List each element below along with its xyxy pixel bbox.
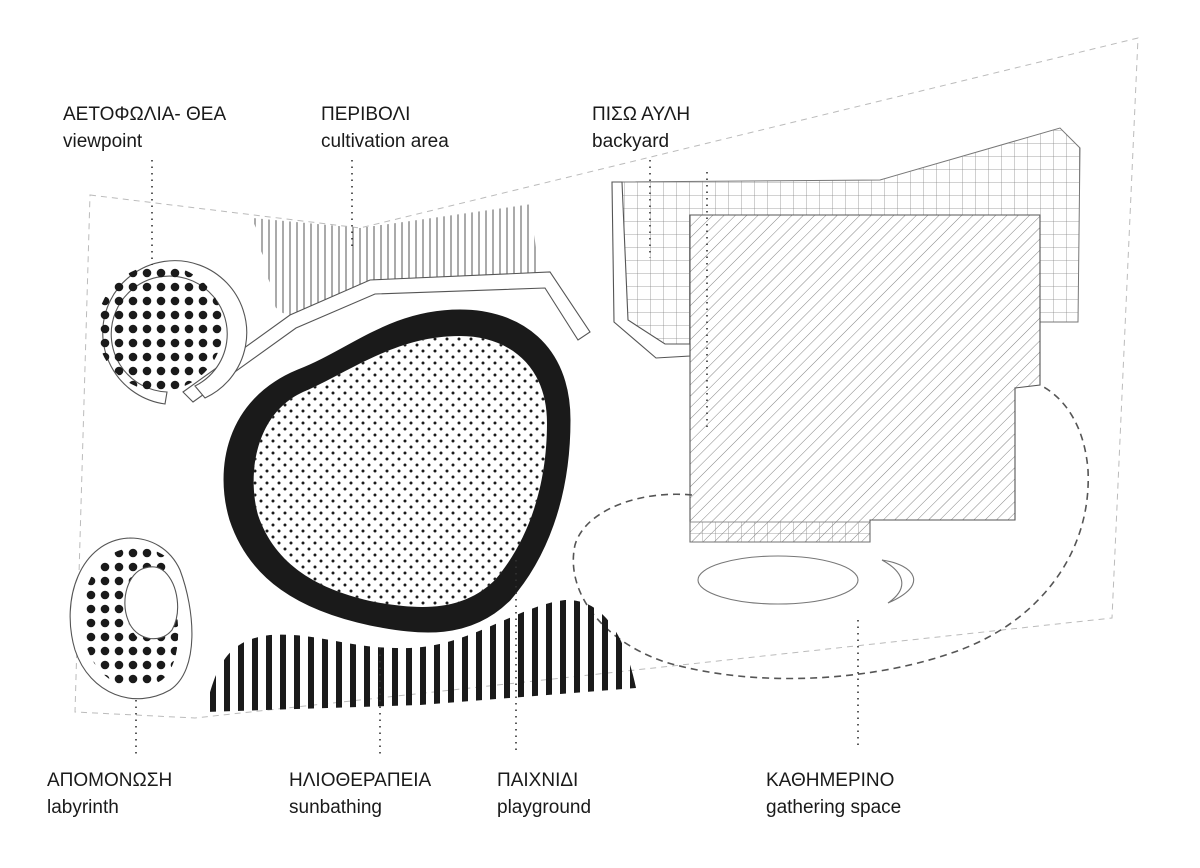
label-cultivation: ΠΕΡΙΒΟΛΙ cultivation area xyxy=(321,101,449,155)
gathering-crescent xyxy=(881,559,915,604)
label-backyard: ΠΙΣΩ ΑΥΛΗ backyard xyxy=(592,101,690,155)
label-sunbathing: ΗΛΙΟΘΕΡΑΠΕΙΑ sunbathing xyxy=(289,767,431,821)
label-cultivation-en: cultivation area xyxy=(321,131,449,152)
sunbathing-area xyxy=(205,599,636,712)
label-backyard-gr: ΠΙΣΩ ΑΥΛΗ xyxy=(592,104,691,125)
label-playground-en: playground xyxy=(497,797,592,818)
label-sunbathing-gr: ΗΛΙΟΘΕΡΑΠΕΙΑ xyxy=(289,770,432,791)
label-gathering-gr: ΚΑΘΗΜΕΡΙΝΟ xyxy=(766,770,895,791)
label-viewpoint-gr: ΑΕΤΟΦΩΛΙΑ- ΘΕΑ xyxy=(63,104,227,125)
labyrinth-dotted-fill xyxy=(82,547,179,688)
site-boundary xyxy=(74,37,1139,719)
label-viewpoint-en: viewpoint xyxy=(63,131,143,152)
label-labyrinth-en: labyrinth xyxy=(47,797,119,818)
gathering-ellipse xyxy=(697,555,859,605)
cultivation-area xyxy=(253,204,538,318)
playground-dots xyxy=(253,336,548,608)
building-hatched xyxy=(689,214,1041,543)
label-viewpoint: ΑΕΤΟΦΩΛΙΑ- ΘΕΑ viewpoint xyxy=(63,101,226,155)
label-gathering-en: gathering space xyxy=(766,797,902,818)
label-playground: ΠΑΙΧΝΙΔΙ playground xyxy=(497,767,591,821)
labyrinth-inner-loop xyxy=(124,566,179,640)
label-cultivation-gr: ΠΕΡΙΒΟΛΙ xyxy=(321,104,411,125)
gathering-dashed-outline xyxy=(572,384,1089,680)
leader-lines xyxy=(135,160,859,755)
label-backyard-en: backyard xyxy=(592,131,670,152)
label-gathering: ΚΑΘΗΜΕΡΙΝΟ gathering space xyxy=(766,767,901,821)
label-sunbathing-en: sunbathing xyxy=(289,797,382,818)
label-labyrinth-gr: ΑΠΟΜΟΝΩΣΗ xyxy=(47,770,173,791)
label-labyrinth: ΑΠΟΜΟΝΩΣΗ labyrinth xyxy=(47,767,172,821)
building-grid-strip xyxy=(689,521,871,543)
walkway-wall xyxy=(182,271,591,403)
viewpoint-dotted-fill xyxy=(97,265,223,391)
label-playground-gr: ΠΑΙΧΝΙΔΙ xyxy=(497,770,579,791)
